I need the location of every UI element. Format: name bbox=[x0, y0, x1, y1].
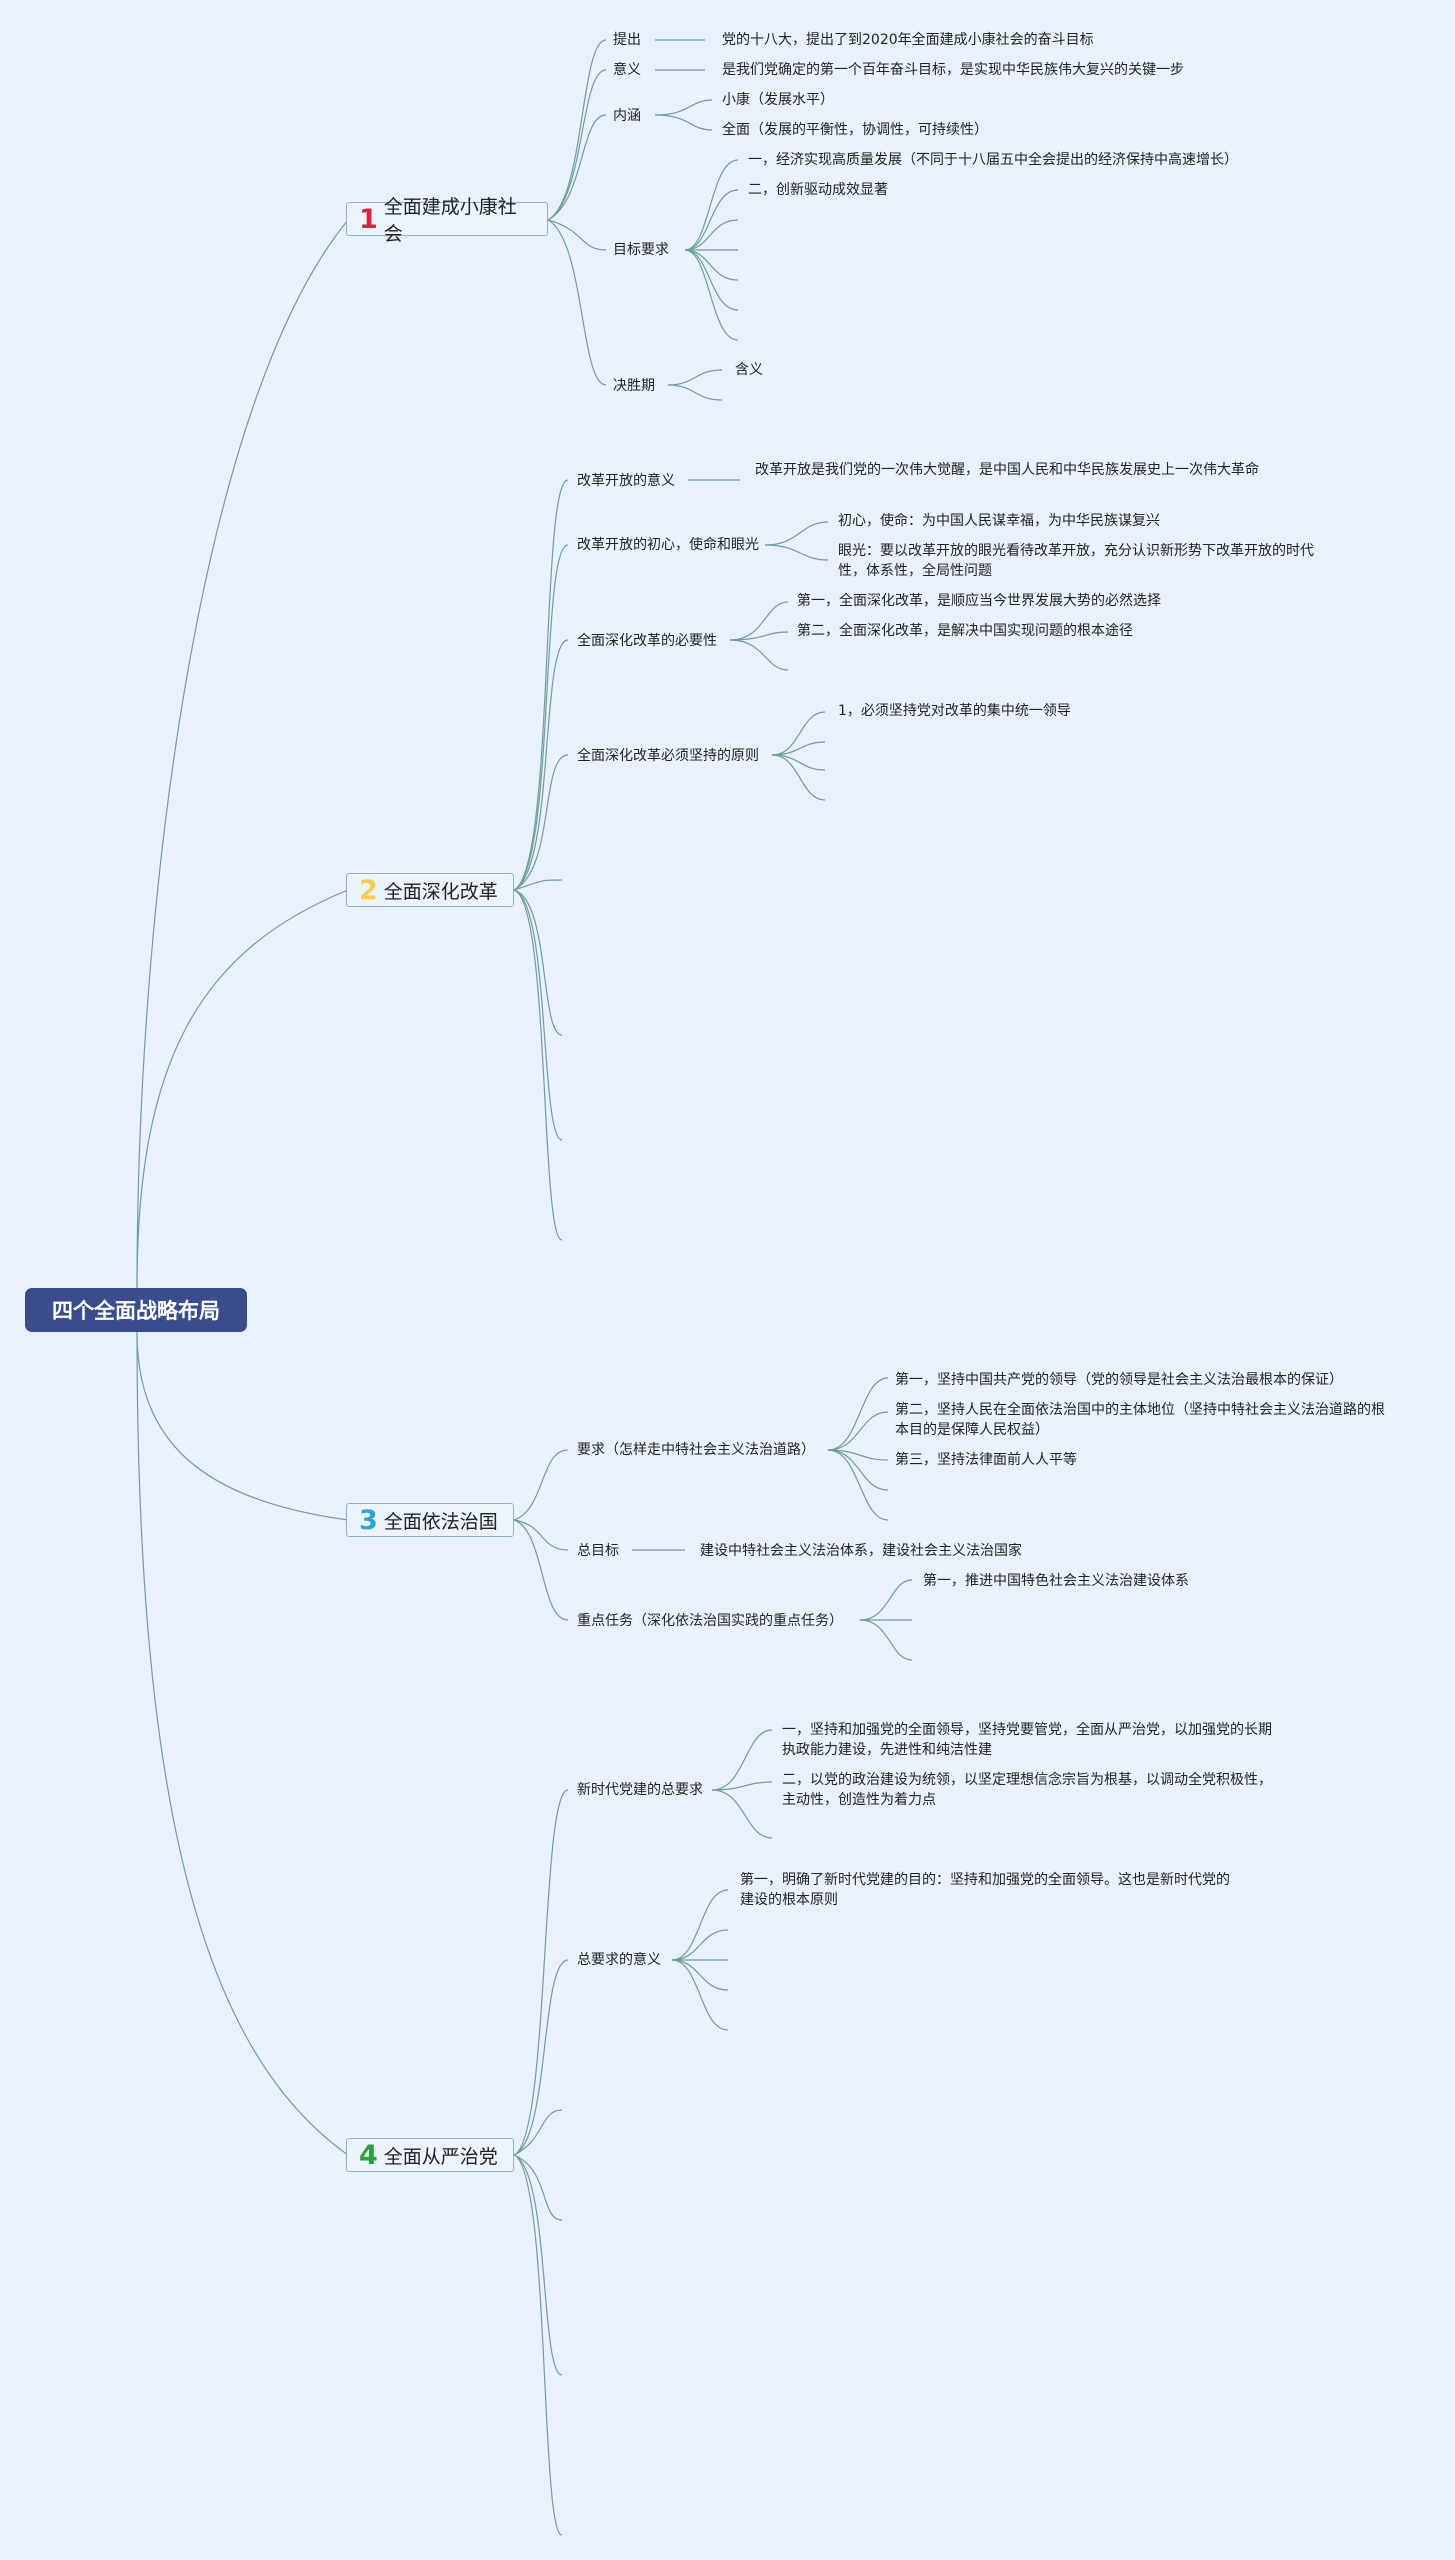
t2-c-value-1[interactable]: 第一，全面深化改革，是顺应当今世界发展大势的必然选择 bbox=[797, 593, 1161, 609]
topic-label-4: 全面从严治党 bbox=[383, 2145, 498, 2168]
t4-b[interactable]: 总要求的意义 bbox=[577, 1952, 661, 1968]
topic-label-3: 全面依法治国 bbox=[383, 1510, 498, 1533]
topic-number-2: 2 bbox=[359, 874, 378, 906]
t1-neihan-value-1[interactable]: 小康（发展水平） bbox=[722, 92, 834, 108]
link-root-topic3 bbox=[136, 1331, 349, 1521]
t2-a-value[interactable]: 改革开放是我们党的一次伟大觉醒，是中国人民和中华民族发展史上一次伟大革命 bbox=[755, 462, 1259, 478]
t1-mubiao-value-1[interactable]: 一，经济实现高质量发展（不同于十八届五中全会提出的经济保持中高速增长） bbox=[748, 152, 1238, 168]
t2-d[interactable]: 全面深化改革必须坚持的原则 bbox=[577, 748, 759, 764]
t2-b[interactable]: 改革开放的初心，使命和眼光 bbox=[577, 537, 759, 553]
topic-number-3: 3 bbox=[359, 1504, 378, 1536]
t1-jueshengqi-value[interactable]: 含义 bbox=[735, 362, 763, 378]
root-label: 四个全面战略布局 bbox=[52, 1299, 220, 1323]
topic-1[interactable]: 1 全面建成小康社会 bbox=[346, 196, 548, 245]
t1-neihan-value-2[interactable]: 全面（发展的平衡性，协调性，可持续性） bbox=[722, 122, 988, 138]
topic-label-2: 全面深化改革 bbox=[383, 880, 498, 903]
topic-2[interactable]: 2 全面深化改革 bbox=[346, 873, 514, 907]
t1-neihan[interactable]: 内涵 bbox=[613, 108, 641, 124]
t2-b-value-2[interactable]: 眼光：要以改革开放的眼光看待改革开放，充分认识新形势下改革开放的时代性，体系性，… bbox=[838, 543, 1314, 579]
t3-a-value-2[interactable]: 第二，坚持人民在全面依法治国中的主体地位（坚持中特社会主义法治道路的根本目的是保… bbox=[895, 1402, 1385, 1438]
t1-mubiao[interactable]: 目标要求 bbox=[613, 242, 669, 258]
link-root-topic1 bbox=[136, 219, 349, 1289]
t2-d-value-1[interactable]: 1，必须坚持党对改革的集中统一领导 bbox=[838, 703, 1071, 719]
root-topic[interactable]: 四个全面战略布局 bbox=[25, 1288, 247, 1332]
t2-b-value-1[interactable]: 初心，使命：为中国人民谋幸福，为中华民族谋复兴 bbox=[838, 513, 1160, 529]
t4-a-value-1[interactable]: 一，坚持和加强党的全面领导，坚持党要管党，全面从严治党，以加强党的长期执政能力建… bbox=[782, 1722, 1272, 1758]
t1-mubiao-value-2[interactable]: 二，创新驱动成效显著 bbox=[748, 182, 888, 198]
topic-number-4: 4 bbox=[359, 2139, 378, 2171]
t3-b[interactable]: 总目标 bbox=[577, 1543, 619, 1559]
t2-a[interactable]: 改革开放的意义 bbox=[577, 473, 675, 489]
t3-b-value[interactable]: 建设中特社会主义法治体系，建设社会主义法治国家 bbox=[700, 1543, 1022, 1559]
t3-a-value-3[interactable]: 第三，坚持法律面前人人平等 bbox=[895, 1452, 1077, 1468]
t4-a-value-2[interactable]: 二，以党的政治建设为统领，以坚定理想信念宗旨为根基，以调动全党积极性，主动性，创… bbox=[782, 1772, 1272, 1808]
t1-tichu[interactable]: 提出 bbox=[613, 32, 641, 48]
t1-tichu-value[interactable]: 党的十八大，提出了到2020年全面建成小康社会的奋斗目标 bbox=[722, 32, 1094, 48]
t3-c-value-1[interactable]: 第一，推进中国特色社会主义法治建设体系 bbox=[923, 1573, 1189, 1589]
t2-c[interactable]: 全面深化改革的必要性 bbox=[577, 633, 717, 649]
topic-number-1: 1 bbox=[359, 203, 378, 235]
t1-jueshengqi[interactable]: 决胜期 bbox=[613, 378, 655, 394]
t3-a-value-1[interactable]: 第一，坚持中国共产党的领导（党的领导是社会主义法治最根本的保证） bbox=[895, 1372, 1343, 1388]
t1-yiyi[interactable]: 意义 bbox=[613, 62, 641, 78]
t2-c-value-2[interactable]: 第二，全面深化改革，是解决中国实现问题的根本途径 bbox=[797, 623, 1133, 639]
topic-4[interactable]: 4 全面从严治党 bbox=[346, 2138, 514, 2172]
t4-a[interactable]: 新时代党建的总要求 bbox=[577, 1782, 703, 1798]
link-root-topic2 bbox=[136, 889, 349, 1289]
t3-a[interactable]: 要求（怎样走中特社会主义法治道路） bbox=[577, 1442, 815, 1458]
topic-3[interactable]: 3 全面依法治国 bbox=[346, 1503, 514, 1537]
link-root-topic4 bbox=[136, 1331, 349, 2156]
t1-yiyi-value[interactable]: 是我们党确定的第一个百年奋斗目标，是实现中华民族伟大复兴的关键一步 bbox=[722, 62, 1184, 78]
topic-label-1: 全面建成小康社会 bbox=[383, 196, 517, 245]
t3-c[interactable]: 重点任务（深化依法治国实践的重点任务） bbox=[577, 1613, 843, 1629]
t4-b-value-1[interactable]: 第一，明确了新时代党建的目的：坚持和加强党的全面领导。这也是新时代党的建设的根本… bbox=[740, 1872, 1230, 1908]
